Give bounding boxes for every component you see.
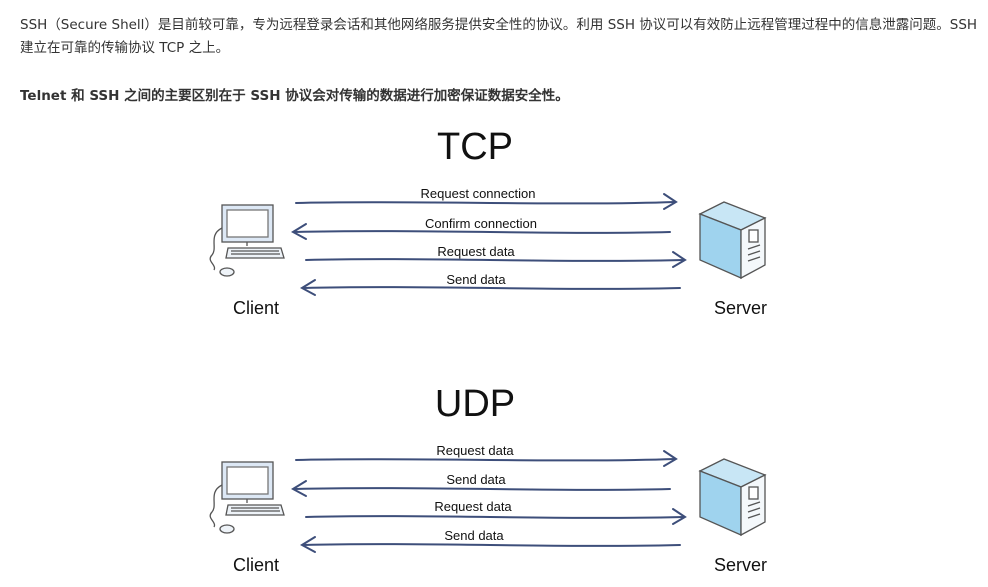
message-label: Send data [446,472,506,487]
arrow-left [290,480,307,497]
message-label: Send data [444,528,504,543]
client-label: Client [233,555,280,575]
arrow-left [299,279,316,296]
message-label: Request connection [420,186,536,201]
tcp-diagram-graphics [209,193,767,296]
server-icon [698,201,767,280]
client-computer-icon [209,461,285,534]
client-label: Client [233,298,280,318]
difference-paragraph: Telnet 和 SSH 之间的主要区别在于 SSH 协议会对传输的数据进行加密… [20,88,569,104]
message-label: Request data [437,244,515,259]
arrow-right [672,251,687,268]
arrow-right [305,258,685,262]
arrow-right [295,458,676,462]
arrow-left [303,543,681,547]
diagram-title: UDP [434,383,516,425]
arrow-left [294,487,671,491]
message-label: Confirm connection [425,216,537,231]
server-label: Server [714,298,768,318]
arrow-right [295,201,676,205]
arrow-right [663,193,678,210]
message-arrows [290,193,687,296]
udp-diagram: UDP [0,377,988,587]
message-label: Request data [436,443,514,458]
arrow-left [294,230,671,234]
tcp-diagram: TCP [0,120,988,330]
server-label: Server [714,555,768,575]
server-icon [698,458,767,537]
diagram-title: TCP [437,126,513,168]
arrow-right [672,508,687,525]
message-label: Send data [446,272,506,287]
arrow-right [663,450,678,467]
message-label: Request data [434,499,512,514]
arrow-right [305,515,685,519]
client-computer-icon [209,204,285,277]
arrow-left [299,536,316,553]
message-arrows [290,450,687,553]
arrow-left [290,223,307,240]
intro-paragraph: SSH（Secure Shell）是目前较可靠，专为远程登录会话和其他网络服务提… [20,17,978,56]
arrow-left [303,286,681,290]
udp-diagram-graphics [209,450,767,553]
